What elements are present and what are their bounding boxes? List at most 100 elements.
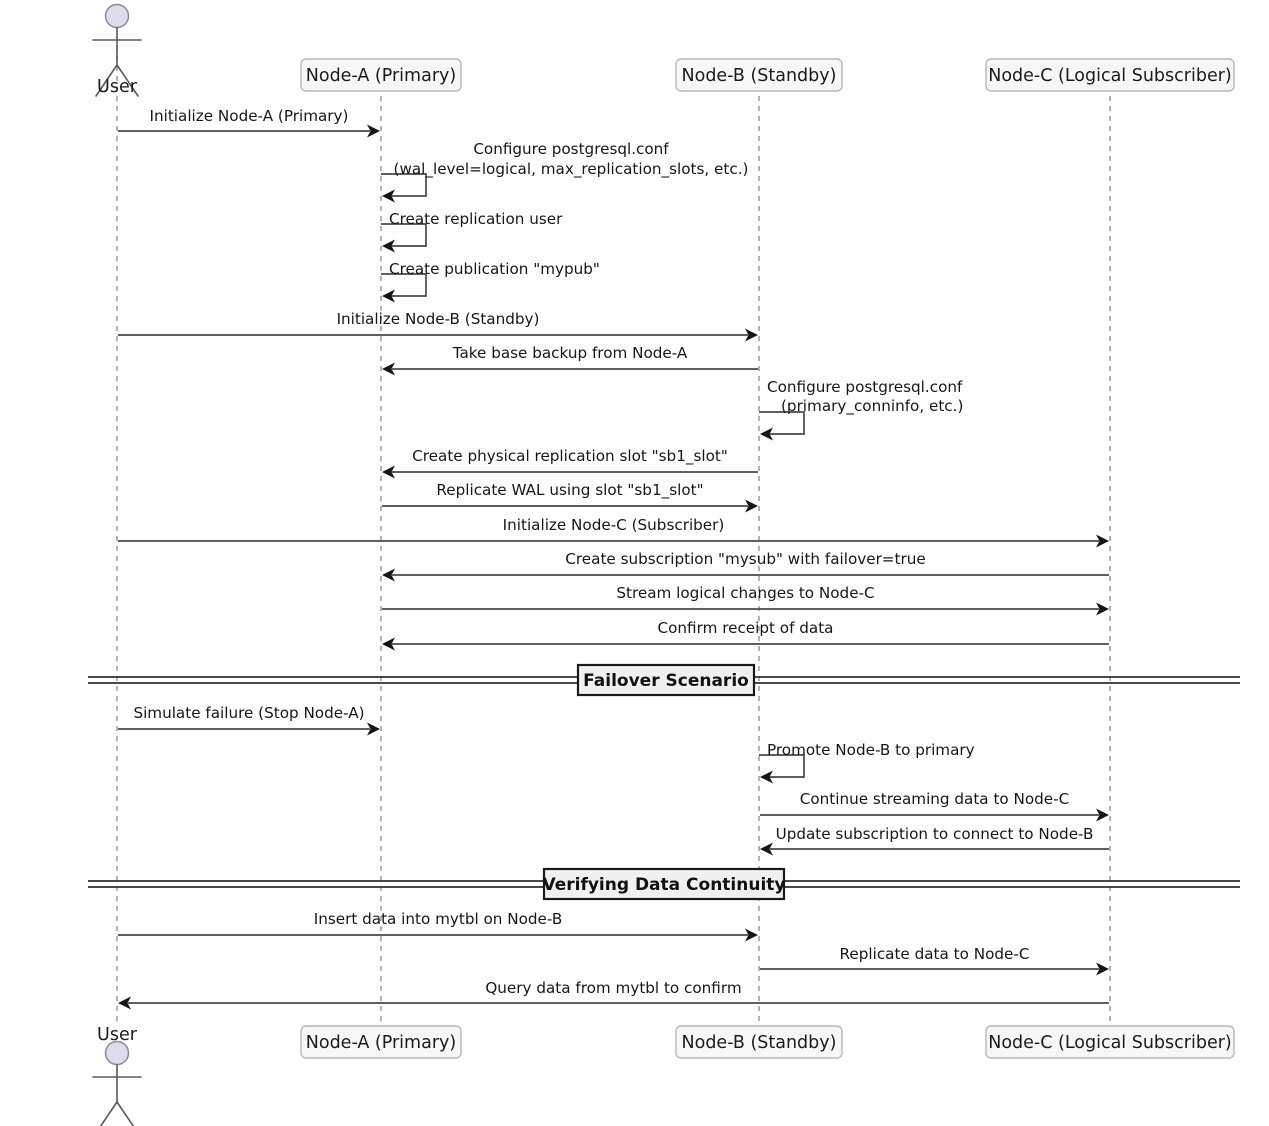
message-10: Replicate WAL using slot "sb1_slot" (382, 481, 758, 513)
message-arrowhead-18 (760, 842, 773, 856)
message-arrowhead-10 (745, 499, 758, 513)
actor-leg-right-footer (116, 1101, 135, 1126)
message-11: Initialize Node-C (Subscriber) (118, 516, 1109, 548)
message-arrowhead-19 (745, 928, 758, 942)
message-3: Create replication user (381, 210, 563, 253)
participant-nodeA-header[interactable]: Node-A (Primary) (300, 58, 462, 92)
participants-layer: Node-A (Primary) Node-B (Standby) Node-C (… (92, 3, 1235, 1126)
actor-label-user-footer: User (97, 1025, 138, 1045)
actor-user-footer[interactable]: User (92, 1025, 142, 1126)
message-4: Create publication "mypub" (381, 260, 600, 303)
participant-box-nodeA-footer (300, 1025, 462, 1059)
message-label-20: Replicate data to Node-C (840, 945, 1030, 963)
message-label-16: Promote Node-B to primary (767, 741, 975, 759)
message-8: (primary_conninfo, etc.) (781, 397, 963, 416)
message-label-9: Create physical replication slot "sb1_sl… (412, 447, 728, 466)
message-7: Configure postgresql.conf (759, 378, 963, 441)
messages-layer: Initialize Node-A (Primary) Configure pos… (118, 107, 1109, 1010)
message-label-5: Initialize Node-B (Standby) (337, 310, 540, 328)
message-label-1: Configure postgresql.conf (473, 140, 669, 158)
actor-leg-left-header (95, 64, 118, 97)
participant-box-nodeC-header (985, 58, 1235, 92)
message-5: Initialize Node-B (Standby) (118, 310, 758, 342)
message-1: Configure postgresql.conf (381, 140, 669, 203)
message-label-3: Create replication user (389, 210, 563, 228)
message-arrowhead-9 (382, 465, 395, 479)
message-9: Create physical replication slot "sb1_sl… (382, 447, 758, 479)
participant-box-nodeB-header (675, 58, 843, 92)
message-arrowhead-6 (382, 362, 395, 376)
actor-label-user-header: User (97, 77, 138, 97)
divider-0: Failover Scenario (88, 663, 1240, 697)
message-arrowhead-5 (745, 328, 758, 342)
actor-head-icon-header (104, 3, 130, 29)
message-arrowhead-4 (382, 289, 395, 303)
message-18: Update subscription to connect to Node-B (760, 825, 1109, 856)
message-arrowhead-7 (760, 427, 773, 441)
lifelines-layer (116, 36, 1111, 1022)
participant-nodeA-footer[interactable]: Node-A (Primary) (300, 1025, 462, 1059)
participant-nodeB-header[interactable]: Node-B (Standby) (675, 58, 843, 92)
self-loop-path-7 (759, 411, 805, 435)
message-arrowhead-15 (367, 722, 380, 736)
message-label-17: Continue streaming data to Node-C (800, 790, 1070, 808)
participant-label-nodeB-header: Node-B (Standby) (682, 66, 837, 86)
divider-1: Verifying Data Continuity (88, 867, 1240, 901)
message-arrowhead-11 (1096, 534, 1109, 548)
participant-nodeB-footer[interactable]: Node-B (Standby) (675, 1025, 843, 1059)
message-label-7: Configure postgresql.conf (767, 378, 963, 396)
participant-box-nodeB-footer (675, 1025, 843, 1059)
message-label-4: Create publication "mypub" (389, 260, 600, 278)
message-label-18: Update subscription to connect to Node-B (776, 825, 1094, 843)
message-label-15: Simulate failure (Stop Node-A) (133, 704, 364, 722)
participant-label-nodeC-header: Node-C (Logical Subscriber) (988, 66, 1232, 86)
message-label-10: Replicate WAL using slot "sb1_slot" (436, 481, 703, 500)
message-13: Stream logical changes to Node-C (382, 584, 1109, 616)
participant-box-nodeA-header (300, 58, 462, 92)
message-arrowhead-3 (382, 239, 395, 253)
self-loop-path-4 (381, 273, 427, 297)
message-label-2: (wal_level=logical, max_replication_slot… (394, 160, 749, 179)
message-21: Query data from mytbl to confirm (118, 979, 1109, 1010)
message-17: Continue streaming data to Node-C (760, 790, 1109, 822)
divider-label-1: Verifying Data Continuity (542, 875, 785, 895)
message-12: Create subscription "mysub" with failove… (382, 550, 1109, 582)
message-16: Promote Node-B to primary (759, 741, 975, 784)
message-arrowhead-12 (382, 568, 395, 582)
participant-label-nodeA-header: Node-A (Primary) (306, 66, 456, 86)
message-arrowhead-14 (382, 637, 395, 651)
message-arrowhead-17 (1096, 808, 1109, 822)
message-0: Initialize Node-A (Primary) (118, 107, 380, 138)
message-arrowhead-0 (367, 124, 380, 138)
participant-label-nodeB-footer: Node-B (Standby) (682, 1033, 837, 1053)
divider-label-0: Failover Scenario (583, 671, 749, 691)
actor-leg-right-header (116, 64, 139, 97)
message-label-21: Query data from mytbl to confirm (485, 979, 741, 997)
message-19: Insert data into mytbl on Node-B (118, 910, 758, 942)
message-label-0: Initialize Node-A (Primary) (150, 107, 349, 125)
message-arrowhead-13 (1096, 602, 1109, 616)
self-loop-path-3 (381, 223, 427, 247)
message-20: Replicate data to Node-C (760, 945, 1109, 976)
actor-user-header[interactable]: User (92, 3, 142, 98)
self-loop-path-1 (381, 173, 427, 197)
participant-nodeC-header[interactable]: Node-C (Logical Subscriber) (985, 58, 1235, 92)
message-label-11: Initialize Node-C (Subscriber) (503, 516, 725, 534)
message-14: Confirm receipt of data (382, 619, 1109, 651)
divider-box-0 (576, 663, 756, 697)
message-2: (wal_level=logical, max_replication_slot… (394, 160, 749, 179)
participant-box-nodeC-footer (985, 1025, 1235, 1059)
message-label-12: Create subscription "mysub" with failove… (565, 550, 925, 568)
message-arrowhead-20 (1096, 962, 1109, 976)
message-15: Simulate failure (Stop Node-A) (118, 704, 380, 736)
self-loop-path-16 (759, 754, 805, 778)
message-label-8: (primary_conninfo, etc.) (781, 397, 963, 416)
actor-leg-left-footer (99, 1101, 118, 1126)
participant-nodeC-footer[interactable]: Node-C (Logical Subscriber) (985, 1025, 1235, 1059)
message-label-19: Insert data into mytbl on Node-B (314, 910, 563, 928)
divider-box-1 (542, 867, 786, 901)
message-arrowhead-1 (382, 189, 395, 203)
